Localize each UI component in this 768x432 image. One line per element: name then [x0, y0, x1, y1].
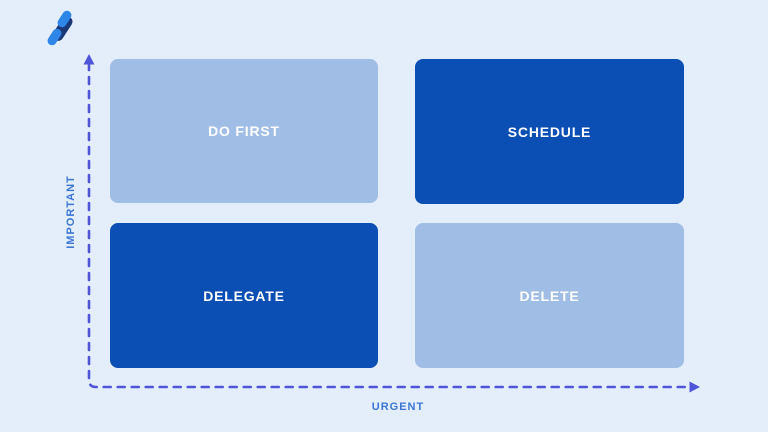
quadrant-delete: DELETE — [415, 223, 684, 368]
x-axis-arrow-icon — [689, 381, 700, 393]
y-axis-label: IMPORTANT — [65, 175, 77, 249]
quadrant-schedule: SCHEDULE — [415, 59, 684, 204]
x-axis-label: URGENT — [371, 401, 425, 413]
quadrant-do-first-label: DO FIRST — [208, 123, 280, 139]
quadrant-delegate-label: DELEGATE — [203, 287, 285, 304]
quadrant-delegate: DELEGATE — [110, 223, 378, 368]
quadrant-delete-label: DELETE — [519, 287, 580, 304]
quadrant-do-first: DO FIRST — [110, 59, 378, 203]
y-axis-arrow-icon — [83, 54, 95, 65]
quadrant-schedule-label: SCHEDULE — [507, 123, 592, 140]
brand-logo-icon — [44, 8, 84, 50]
